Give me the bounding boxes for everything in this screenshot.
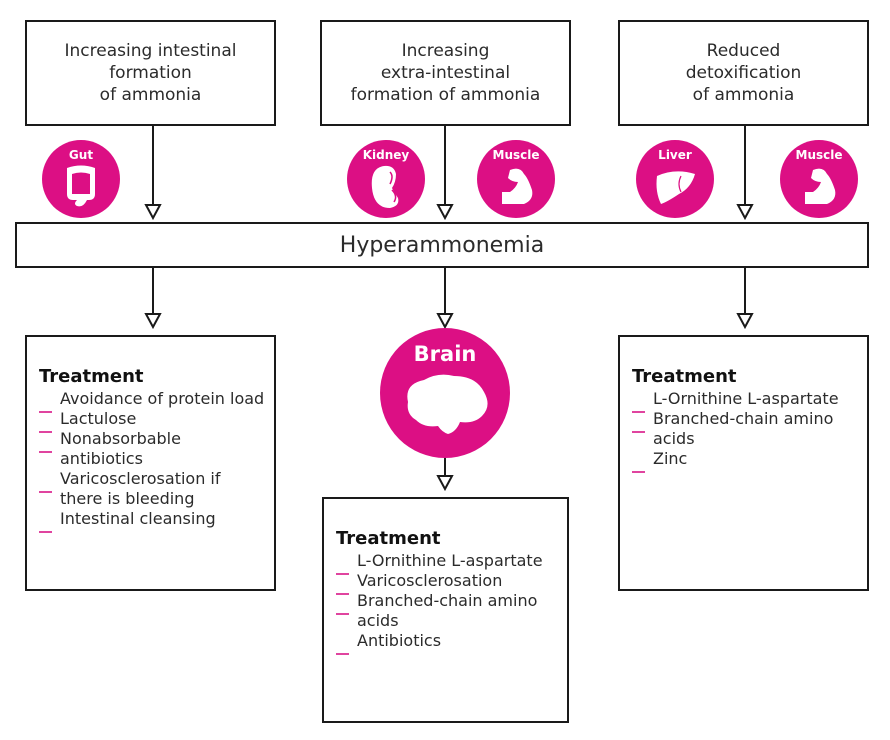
kidney-label: Kidney: [362, 148, 410, 162]
hyperammonemia-label: Hyperammonemia: [339, 232, 545, 258]
brain-icon: [407, 374, 488, 434]
treatment-list: Avoidance of protein load Lactulose Nona…: [39, 389, 266, 533]
treatment-item: Branched-chain amino acids: [336, 591, 559, 631]
gut-badge: Gut: [42, 140, 120, 218]
cause-text: Increasing extra-intestinal formation of…: [350, 41, 541, 105]
treatment-box-detox: Treatment L-Ornithine L-aspartate Branch…: [618, 335, 869, 591]
cause-text: Increasing intestinal formation of ammon…: [64, 41, 237, 105]
treatment-heading: Treatment: [632, 366, 737, 387]
treatment-item: Antibiotics: [336, 631, 559, 655]
arrow-head-icon: [736, 204, 754, 221]
treatment-list: L-Ornithine L-aspartate Varicosclerosati…: [336, 551, 559, 655]
muscle-icon: [805, 168, 836, 204]
cause-box-extra-intestinal: Increasing extra-intestinal formation of…: [320, 20, 571, 126]
treatment-item: L-Ornithine L-aspartate: [632, 389, 859, 413]
cause-text: Reduced detoxification of ammonia: [685, 41, 802, 105]
liver-label: Liver: [658, 148, 692, 162]
treatment-heading: Treatment: [336, 528, 441, 549]
kidney-badge: Kidney: [347, 140, 425, 218]
arrow-head-icon: [144, 204, 162, 221]
treatment-item: Branched-chain amino acids: [632, 409, 859, 449]
treatment-heading: Treatment: [39, 366, 144, 387]
kidney-icon: [371, 165, 399, 208]
treatment-box-intestinal: Treatment Avoidance of protein load Lact…: [25, 335, 276, 591]
liver-badge: Liver: [636, 140, 714, 218]
treatment-item: Varicosclerosation: [336, 571, 559, 595]
gut-icon: [67, 165, 95, 207]
treatment-item: Nonabsorbable antibiotics: [39, 429, 266, 469]
treatment-item: Intestinal cleansing: [39, 509, 266, 533]
brain-badge: Brain: [380, 328, 510, 458]
muscle-label: Muscle: [795, 148, 843, 162]
arrow-head-icon: [436, 313, 454, 330]
cause-box-detox: Reduced detoxification of ammonia: [618, 20, 869, 126]
cause-box-intestinal: Increasing intestinal formation of ammon…: [25, 20, 276, 126]
treatment-item: Zinc: [632, 449, 859, 473]
treatment-item: Lactulose: [39, 409, 266, 433]
gut-label: Gut: [68, 148, 94, 162]
treatment-item: Varicosclerosation if there is bleeding: [39, 469, 266, 509]
muscle-label: Muscle: [492, 148, 540, 162]
hyperammonemia-box: Hyperammonemia: [15, 222, 869, 268]
treatment-item: Avoidance of protein load: [39, 389, 266, 413]
liver-icon: [656, 171, 695, 204]
muscle-badge-2: Muscle: [780, 140, 858, 218]
arrow-head-icon: [144, 313, 162, 330]
arrow-head-icon: [436, 475, 454, 492]
brain-label: Brain: [413, 342, 477, 366]
arrow-head-icon: [736, 313, 754, 330]
treatment-list: L-Ornithine L-aspartate Branched-chain a…: [632, 389, 859, 473]
arrow-head-icon: [436, 204, 454, 221]
treatment-box-brain: Treatment L-Ornithine L-aspartate Varico…: [322, 497, 569, 723]
muscle-icon: [502, 168, 533, 204]
treatment-item: L-Ornithine L-aspartate: [336, 551, 559, 575]
muscle-badge-1: Muscle: [477, 140, 555, 218]
